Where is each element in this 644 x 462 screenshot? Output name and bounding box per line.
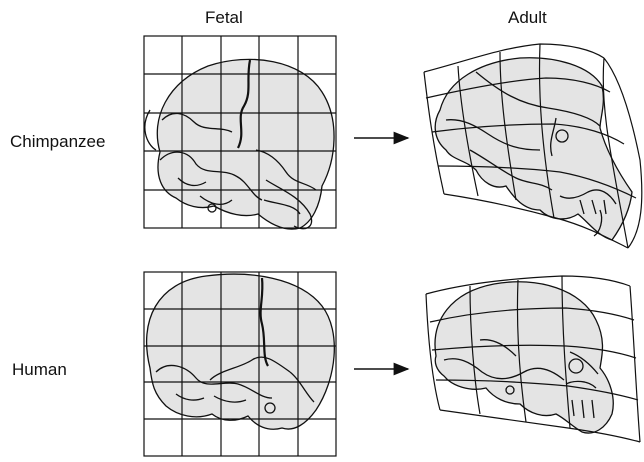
fetal-chimpanzee-cranium <box>157 59 334 229</box>
fetal-human-skull <box>147 274 335 429</box>
fetal-human-cranium <box>147 274 335 429</box>
fetal-chimpanzee-skull <box>145 59 334 229</box>
